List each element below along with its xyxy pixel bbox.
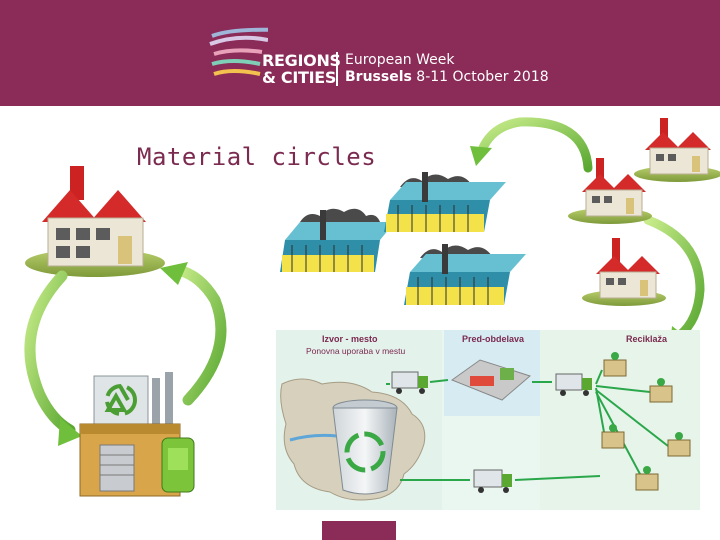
logo-text: REGIONS & CITIES <box>262 52 341 86</box>
logo-line-1: REGIONS <box>262 51 341 70</box>
event-dates: 8-11 October 2018 <box>416 69 549 85</box>
event-city: Brussels <box>345 69 412 85</box>
recycling-title: Reciklaža <box>626 334 668 344</box>
recycle-bin-icon <box>332 399 398 495</box>
factory-icon <box>582 238 666 306</box>
recycling-truck-icon <box>473 469 512 493</box>
recycling-plant-icon <box>79 372 195 497</box>
event-info: European Week Brussels 8-11 October 2018 <box>345 52 549 86</box>
slide-title: Material circles <box>137 143 377 171</box>
factory-icon <box>25 160 165 277</box>
source-subtitle: Ponovna uporaba v mestu <box>306 346 406 356</box>
factory-icon <box>634 118 720 182</box>
event-title: European Week <box>345 52 455 68</box>
logo-divider <box>336 52 338 86</box>
industrial-building-icon <box>280 172 526 305</box>
source-title: Izvor - mesto <box>322 334 378 344</box>
regions-cities-logo-icon <box>209 27 268 76</box>
recycling-truck-icon <box>555 373 592 396</box>
preprocess-title: Pred-obdelava <box>462 334 525 344</box>
footer-tab <box>322 521 396 540</box>
header-banner: REGIONS & CITIES European Week Brussels … <box>0 0 720 106</box>
process-diagram-panel <box>276 330 700 510</box>
recycling-truck-icon <box>391 371 428 394</box>
logo-line-2: & CITIES <box>262 68 337 87</box>
factory-icon <box>568 158 652 224</box>
cycle-arrow-icon <box>24 262 227 446</box>
